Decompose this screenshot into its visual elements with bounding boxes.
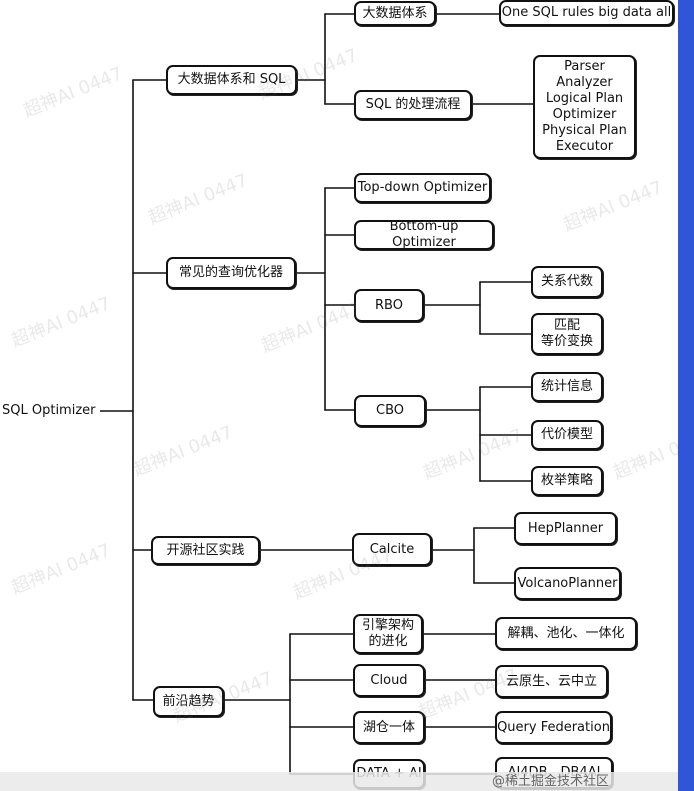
node-costmodel: 代价模型: [531, 420, 603, 450]
node-lakehouse: 湖仓一体: [353, 711, 425, 744]
node-query-fed: Query Federation: [495, 711, 612, 744]
node-decouple: 解耦、池化、一体化: [495, 617, 637, 650]
node-common-opt: 常见的查询优化器: [166, 257, 296, 289]
node-one-sql: One SQL rules big data all: [499, 0, 674, 26]
node-frontier: 前沿趋势: [153, 686, 224, 717]
node-bottomup: Bottom-up Optimizer: [354, 219, 494, 250]
node-rbo: RBO: [354, 289, 424, 322]
node-hep: HepPlanner: [514, 512, 617, 545]
node-bigdata-sql: 大数据体系和 SQL: [166, 65, 297, 95]
node-cloud: Cloud: [353, 664, 425, 697]
node-engine-arch: 引擎架构 的进化: [353, 614, 423, 654]
node-stats: 统计信息: [531, 372, 603, 402]
node-topdown: Top-down Optimizer: [354, 173, 491, 203]
window-edge-strip: [678, 0, 694, 791]
node-root: SQL Optimizer: [0, 400, 100, 422]
node-enum: 枚举策略: [531, 466, 603, 496]
node-volcano: VolcanoPlanner: [514, 567, 621, 600]
node-pipeline: Parser Analyzer Logical Plan Optimizer P…: [533, 55, 636, 159]
node-match: 匹配 等价变换: [531, 313, 603, 355]
node-cbo: CBO: [354, 395, 426, 427]
node-sql-flow: SQL 的处理流程: [354, 90, 472, 120]
footer-watermark: @稀土掘金技术社区: [492, 774, 610, 789]
node-opensource: 开源社区实践: [151, 536, 260, 565]
bottom-bar: [0, 772, 678, 791]
node-bigdata-system: 大数据体系: [354, 1, 436, 26]
node-relalg: 关系代数: [531, 266, 603, 298]
node-calcite: Calcite: [352, 533, 432, 566]
node-cloud-native: 云原生、云中立: [495, 665, 608, 698]
